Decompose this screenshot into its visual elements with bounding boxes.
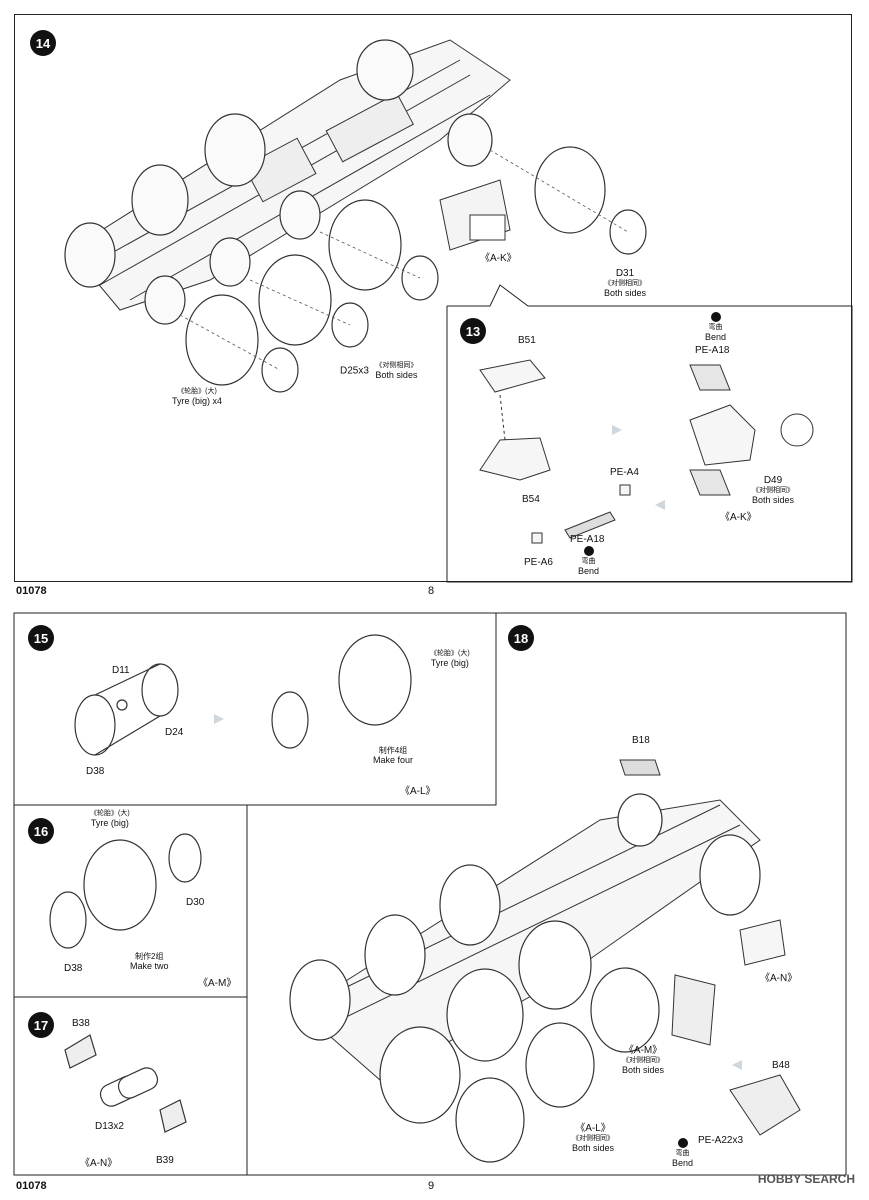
step18-bend-en: Bend xyxy=(672,1158,694,1169)
d25-part: D25x3 xyxy=(340,365,369,377)
step13-callout-frame xyxy=(446,284,853,583)
d31-en: Both sides xyxy=(604,287,647,298)
d25-cn: 《对侧相同》 xyxy=(375,362,418,369)
step18-al-en: Both sides xyxy=(572,1142,615,1153)
step15-make-en: Make four xyxy=(373,755,414,766)
step13-pe-a6-label: PE-A6 xyxy=(524,557,553,568)
step14-d25-label: D25x3 《对侧相同》 Both sides xyxy=(340,362,417,380)
step13-pe-a4-label: PE-A4 xyxy=(610,467,639,478)
step18-bend-label: 弯曲 Bend xyxy=(672,1138,693,1169)
page8-number: 8 xyxy=(428,585,435,597)
step15-arrow xyxy=(214,714,224,724)
step13-bend-bottom-label: 弯曲 Bend xyxy=(578,546,599,577)
step17-parts xyxy=(64,1034,187,1133)
tyre-qty: x4 xyxy=(212,396,223,407)
step16-tyre-cn: 《轮胎》(大) xyxy=(90,810,130,817)
step15-d38-label: D38 xyxy=(86,766,105,777)
page8-code: 01078 xyxy=(16,585,47,597)
step15-tyre-en: Tyre (big) xyxy=(430,658,469,669)
d49-cn: 《对侧相同》 xyxy=(752,486,795,494)
step18-bend-cn: 弯曲 xyxy=(675,1150,690,1158)
step14-mounted-wheels xyxy=(64,39,493,325)
step13-parts xyxy=(479,359,814,544)
step15-parts xyxy=(74,634,412,756)
step17-ref-label: 《A-N》 xyxy=(80,1158,118,1169)
tyre-cn: 《轮胎》(大) xyxy=(177,388,217,395)
step15-d11-label: D11 xyxy=(112,665,130,676)
step18-wheels xyxy=(289,793,761,1163)
step17-b39-label: B39 xyxy=(156,1155,174,1166)
step15-d24-label: D24 xyxy=(165,727,184,738)
bend-top-cn: 弯曲 xyxy=(708,324,723,332)
step18-al-ref: 《A-L》 xyxy=(575,1123,611,1134)
step15-make-label: 制作4组 Make four xyxy=(373,746,413,766)
step14-d31-label: D31 《对侧相同》 Both sides xyxy=(604,268,646,298)
step14-box xyxy=(439,179,511,251)
step18-b18-label: B18 xyxy=(632,735,650,746)
step18-pe-a22-label: PE-A22x3 xyxy=(698,1135,744,1146)
step18-b48-label: B48 xyxy=(772,1060,790,1071)
d49-en: Both sides xyxy=(752,494,795,505)
step13-b54-label: B54 xyxy=(522,494,540,505)
step13-pe-a18-top-label: PE-A18 xyxy=(695,345,730,356)
step17-d13-label: D13x2 xyxy=(95,1121,124,1132)
step16-d38-label: D38 xyxy=(64,963,83,974)
step16-make-cn: 制作2组 xyxy=(135,952,164,961)
bend-bottom-cn: 弯曲 xyxy=(581,558,596,566)
step16-parts xyxy=(49,833,202,949)
step18-am-ref: 《A-M》 xyxy=(623,1045,663,1056)
step15-make-cn: 制作4组 xyxy=(378,746,408,755)
d25-en: Both sides xyxy=(375,370,418,381)
step16-tyre-en: Tyre (big) xyxy=(90,818,129,829)
step15-tyre-cn: 《轮胎》(大) xyxy=(430,650,470,657)
step17-b38-label: B38 xyxy=(72,1018,90,1029)
d31-part: D31 xyxy=(615,268,635,279)
step13-bend-top-label: 弯曲 Bend xyxy=(705,312,726,343)
step13-arrows xyxy=(612,425,665,510)
step18-am-cn: 《对侧相同》 xyxy=(622,1056,665,1064)
bend-check-icon xyxy=(677,1138,688,1148)
step16-d30-label: D30 xyxy=(186,897,205,908)
step14-chassis xyxy=(69,39,511,311)
step15-tyre-label: 《轮胎》(大) Tyre (big) xyxy=(430,650,470,668)
step18-al-cn: 《对侧相同》 xyxy=(572,1134,615,1142)
step16-ref-label: 《A-M》 xyxy=(198,978,237,989)
step-13-badge: 13 xyxy=(460,318,486,344)
page9-number: 9 xyxy=(428,1180,435,1192)
bend-bottom-en: Bend xyxy=(578,566,600,577)
step-16-badge: 16 xyxy=(28,818,54,844)
step-17-badge: 17 xyxy=(28,1012,54,1038)
bend-check-icon xyxy=(710,312,721,322)
step14-ref-label: 《A-K》 xyxy=(480,253,517,264)
step13-b51-label: B51 xyxy=(518,335,536,346)
watermark: HOBBY SEARCH xyxy=(757,1172,855,1186)
step-15-badge: 15 xyxy=(28,625,54,651)
step18-al-label: 《A-L》 《对侧相同》 Both sides xyxy=(572,1123,614,1153)
step13-ref-label: 《A-K》 xyxy=(720,512,757,523)
step18-arrow xyxy=(732,1060,742,1070)
step18-am-label: 《A-M》 《对侧相同》 Both sides xyxy=(622,1045,664,1075)
step16-make-en: Make two xyxy=(130,961,169,972)
step18-am-en: Both sides xyxy=(622,1064,665,1075)
bend-top-en: Bend xyxy=(705,332,727,343)
step15-ref-label: 《A-L》 xyxy=(400,786,436,797)
tyre-en: Tyre (big) xyxy=(172,396,211,407)
step16-tyre-label: 《轮胎》(大) Tyre (big) xyxy=(90,810,130,828)
page9-code: 01078 xyxy=(16,1180,47,1192)
step14-tyre-label: 《轮胎》(大) Tyre (big) x4 xyxy=(172,388,222,406)
bend-check-icon xyxy=(583,546,594,556)
step-18-badge: 18 xyxy=(508,625,534,651)
step18-an-label: 《A-N》 xyxy=(760,973,798,984)
step16-make-label: 制作2组 Make two xyxy=(130,952,169,972)
step-14-badge: 14 xyxy=(30,30,56,56)
step13-pe-a18-label: PE-A18 xyxy=(570,534,605,545)
step13-d49-label: D49 《对侧相同》 Both sides xyxy=(752,475,794,505)
d49-part: D49 xyxy=(763,475,783,486)
d31-cn: 《对侧相同》 xyxy=(604,279,647,287)
